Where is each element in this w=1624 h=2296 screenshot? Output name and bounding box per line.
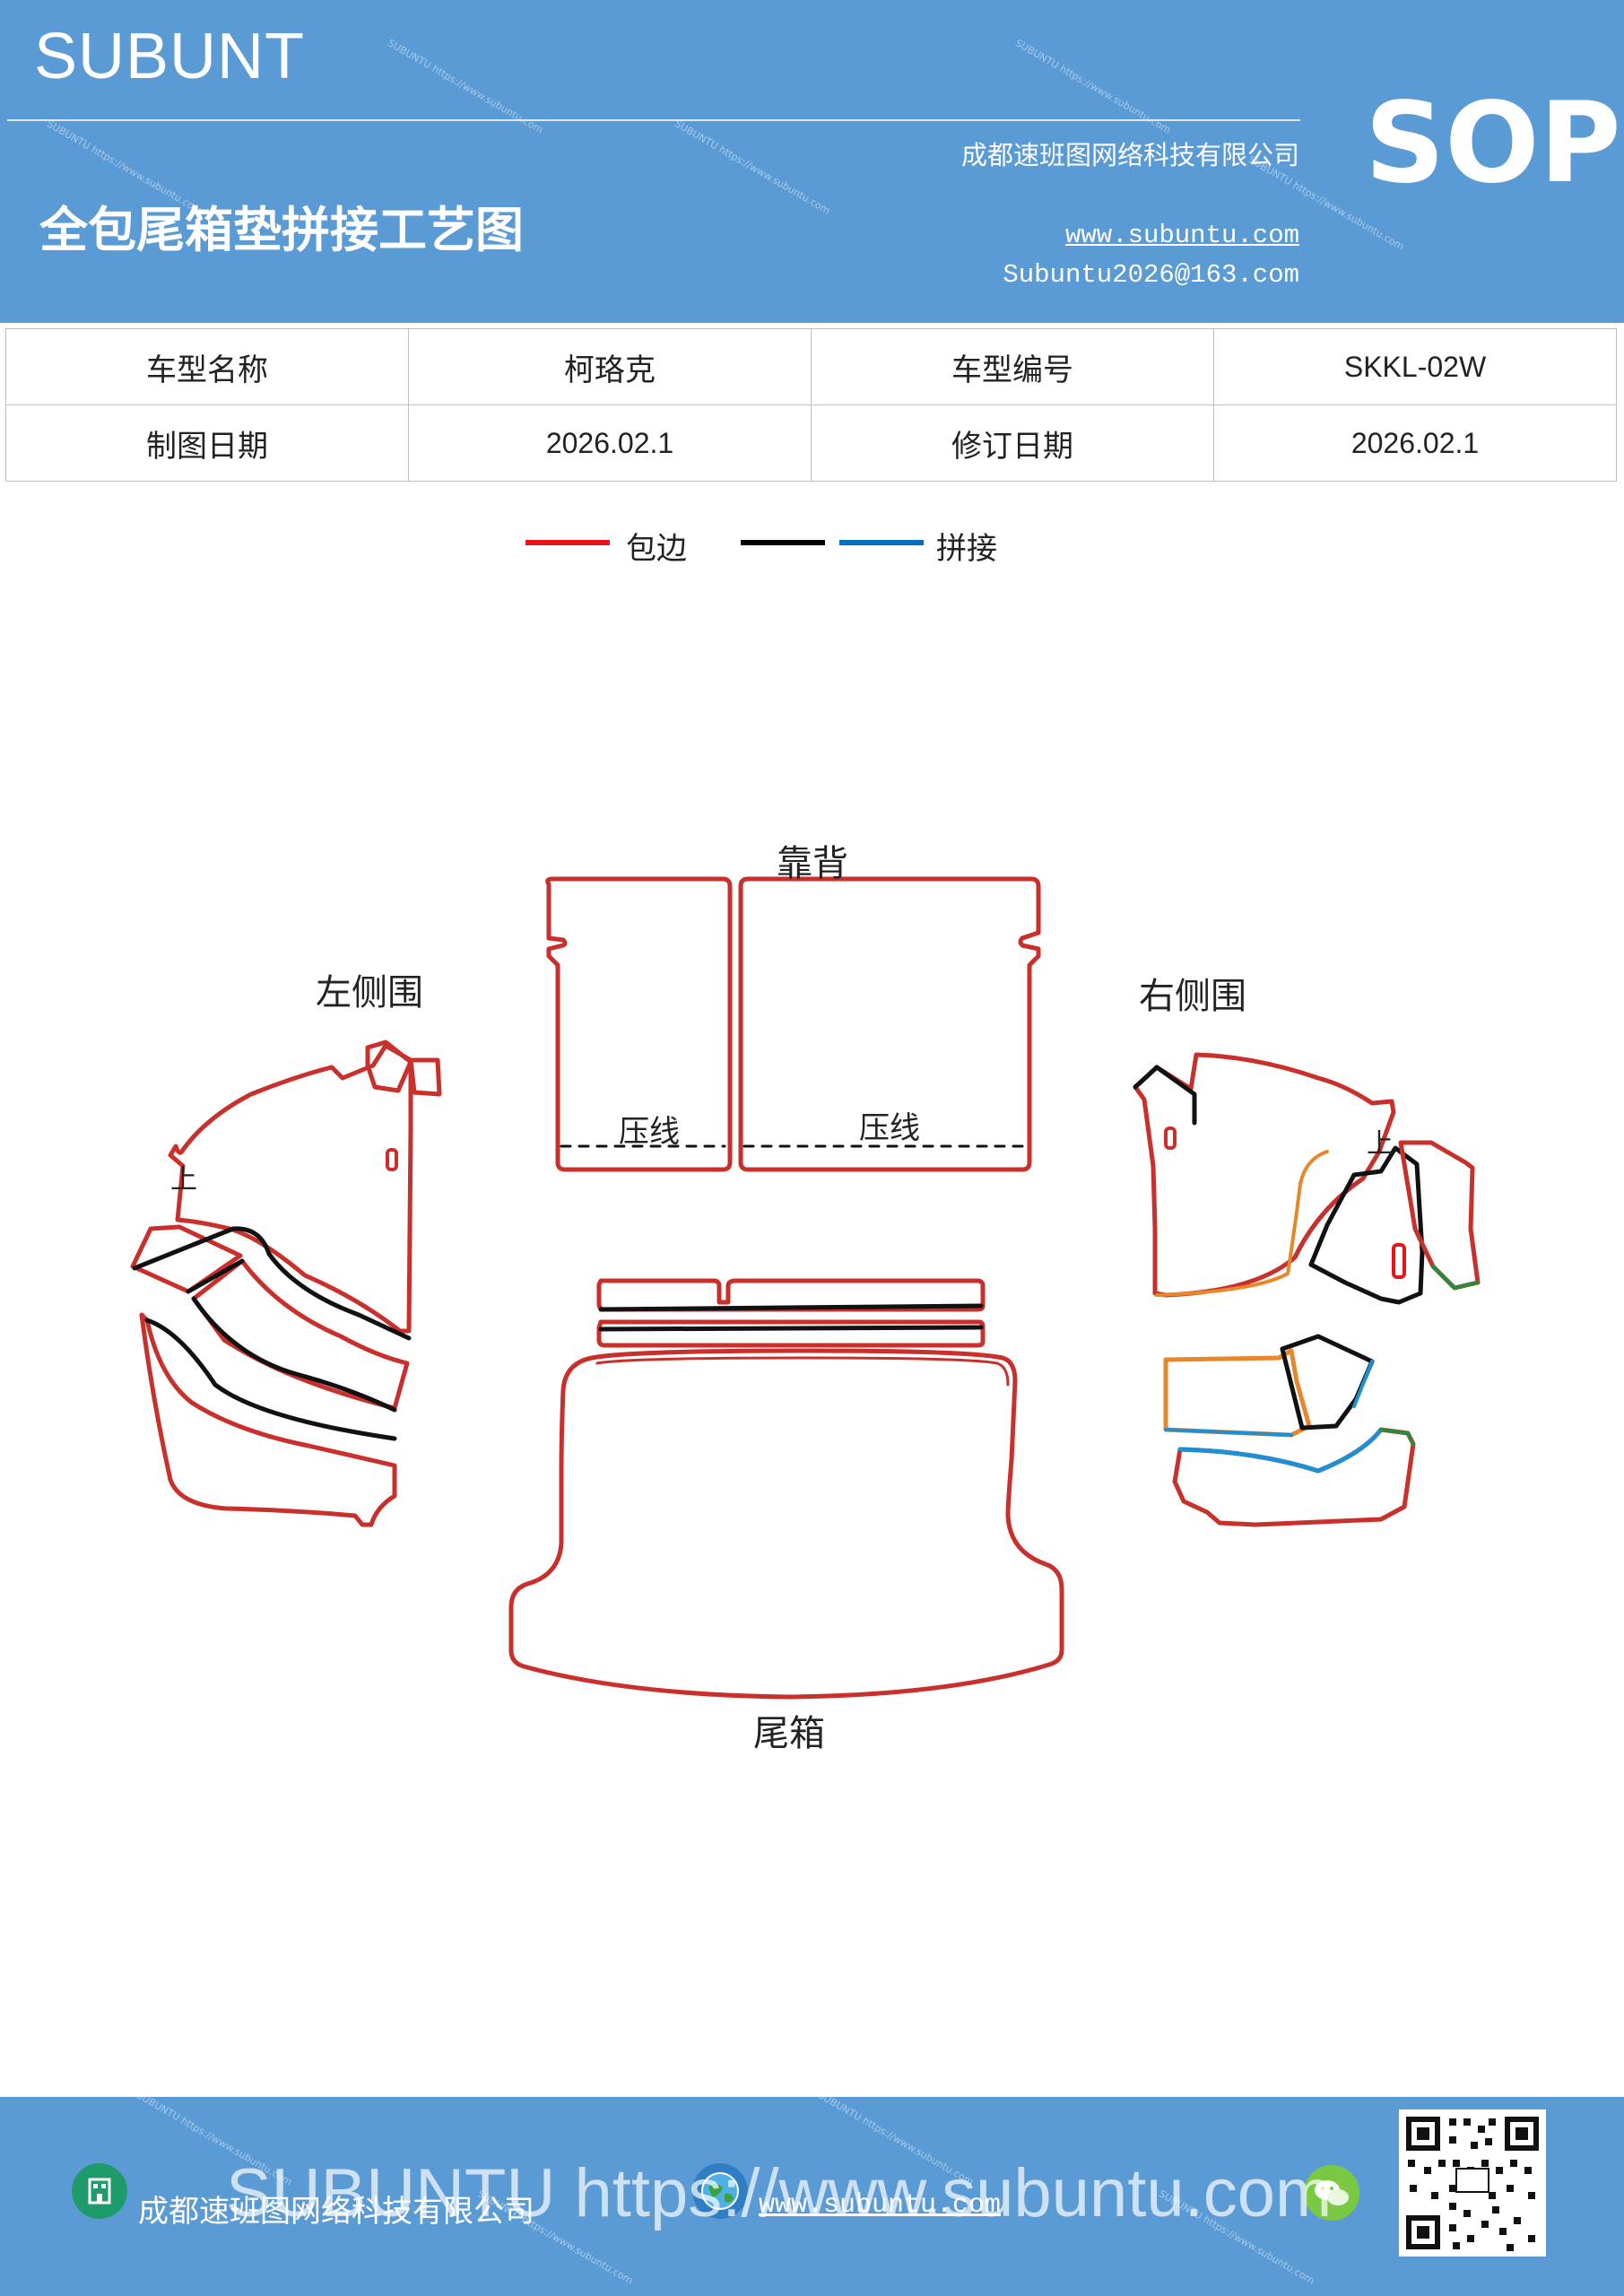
legend-swatch-seam	[839, 540, 924, 545]
left-side-piece-a	[130, 1224, 243, 1294]
right-side-lower-green	[1379, 1428, 1415, 1446]
table-row: 制图日期 2026.02.1 修订日期 2026.02.1	[5, 404, 1617, 482]
left-side-slot	[386, 1148, 398, 1171]
company-name: 成都速班图网络科技有限公司	[960, 140, 1299, 170]
legend-swatch-edge	[525, 540, 610, 545]
mat-pieces-svg	[130, 876, 1481, 1700]
right-side-lower	[1172, 1427, 1416, 1527]
watermark: SUBUNTU https://www.subuntu.com	[1013, 37, 1173, 136]
qr-code[interactable]	[1399, 2109, 1546, 2257]
header-divider	[7, 119, 1300, 121]
label-crease-left: 压线	[619, 1114, 680, 1150]
label-up-right: 上	[1367, 1128, 1394, 1160]
trunk-main-panel	[508, 1348, 1064, 1700]
vehicle-info-table: 车型名称 柯珞克 车型编号 SKKL-02W 制图日期 2026.02.1 修订…	[5, 328, 1617, 482]
label-left-side: 左侧围	[316, 972, 423, 1013]
right-side-slot	[1164, 1126, 1177, 1150]
left-side-seams	[132, 1226, 412, 1441]
table-row: 车型名称 柯珞克 车型编号 SKKL-02W	[5, 328, 1617, 405]
table-cell: 制图日期	[5, 404, 409, 482]
globe-icon	[692, 2163, 748, 2219]
legend-label-edge: 包边	[626, 531, 687, 567]
legend-swatch-black	[741, 540, 825, 545]
strip-seam-upper	[598, 1303, 984, 1312]
sop-badge: SOP	[1365, 79, 1621, 208]
legend-label-seam: 拼接	[936, 531, 997, 567]
right-side-lower-blue	[1177, 1427, 1384, 1474]
page-footer: SUBUNTU https://www.subuntu.com SUBUNTU …	[0, 2089, 1624, 2296]
watermark: SUBUNTU https://www.subuntu.com	[386, 37, 545, 136]
legend: 包边 拼接	[0, 527, 1624, 570]
email-address: Subuntu2026@163.com	[1003, 260, 1299, 290]
building-icon	[72, 2163, 127, 2219]
table-cell: 2026.02.1	[408, 404, 812, 482]
label-backrest: 靠背	[777, 843, 848, 884]
backrest-left-panel	[545, 876, 733, 1172]
label-right-side: 右侧围	[1139, 976, 1246, 1017]
footer-website-link[interactable]: www.subuntu.com	[759, 2190, 1002, 2221]
right-side-red-marker	[1392, 1243, 1406, 1279]
right-side-green-edge	[1431, 1265, 1480, 1290]
brand-name: SUBUNT	[34, 21, 306, 92]
website-link[interactable]: www.subuntu.com	[1064, 221, 1299, 250]
mat-diagram: 靠背 左侧围 右侧围 尾箱 压线 压线 上 上	[0, 807, 1624, 1776]
document-title: 全包尾箱垫拼接工艺图	[39, 201, 524, 258]
watermark: SUBUNTU https://www.subuntu.com	[673, 117, 832, 217]
label-up-left: 上	[170, 1164, 197, 1196]
table-cell: 柯珞克	[408, 328, 812, 405]
table-cell: 车型名称	[5, 328, 409, 405]
table-cell: SKKL-02W	[1213, 328, 1617, 405]
right-side-far-piece	[1398, 1140, 1481, 1291]
right-side-blue-edge	[1164, 1360, 1374, 1437]
page-header: SUBUNTU https://www.subuntu.com SUBUNTU …	[0, 0, 1624, 323]
right-side-mid-piece	[1308, 1145, 1425, 1305]
trunk-inner-line	[595, 1356, 1010, 1387]
right-side-upper-seam	[1133, 1065, 1197, 1126]
wechat-icon	[1304, 2165, 1359, 2221]
left-top-tab-a	[365, 1039, 413, 1093]
table-cell: 2026.02.1	[1213, 404, 1617, 482]
left-top-tab-b	[408, 1057, 442, 1097]
footer-watermark-text: SUBUNTU https://www.subuntu.com	[226, 2155, 1333, 2231]
trunk-strip-lower	[596, 1319, 986, 1348]
label-crease-right: 压线	[859, 1110, 920, 1146]
right-side-orange-edge	[1155, 1150, 1329, 1297]
backrest-right-panel	[738, 876, 1041, 1172]
left-side-lower	[139, 1312, 397, 1527]
table-cell: 车型编号	[811, 328, 1214, 405]
label-trunk: 尾箱	[753, 1713, 825, 1754]
footer-company-name: 成都速班图网络科技有限公司	[138, 2194, 534, 2230]
strip-seam-lower	[598, 1325, 984, 1332]
table-cell: 修订日期	[811, 404, 1214, 482]
